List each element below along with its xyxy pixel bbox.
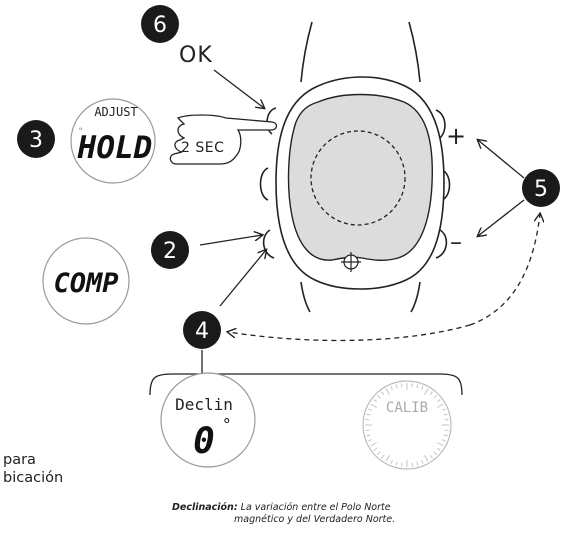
calib-bezel-tick	[416, 384, 419, 389]
watch-illustration	[259, 21, 451, 313]
caption-line-1: La variación entre el Polo Norte	[240, 502, 391, 513]
calib-bezel-tick	[390, 386, 393, 391]
calib-bezel-tick	[395, 384, 398, 389]
calib-bezel-tick	[411, 462, 413, 467]
watch-strap-top	[300, 21, 421, 83]
comp-arrow	[199, 235, 262, 246]
adjust-hold-display	[70, 98, 156, 184]
calib-bezel-tick	[381, 454, 385, 459]
declin-display	[160, 372, 256, 468]
plus-label: +	[446, 122, 466, 150]
watch-button-right-top	[435, 109, 446, 139]
callout-badge-4	[183, 311, 221, 349]
callout-number-2: 2	[163, 239, 177, 264]
calib-bezel-tick	[437, 442, 444, 447]
plus-arrow	[478, 140, 525, 179]
side-text-line-2: bicación	[3, 470, 64, 486]
side-text-line-1: para	[3, 452, 36, 468]
watch-display	[287, 93, 433, 261]
calib-bezel-tick	[421, 386, 424, 391]
minus-label: –	[450, 228, 462, 256]
calib-bezel-tick	[401, 462, 403, 467]
caption-line-2: magnético y del Verdadero Norte.	[234, 514, 396, 525]
cycle-dashed-arrow-up	[469, 214, 540, 326]
calib-bezel-tick	[424, 455, 429, 462]
calib-bezel-tick	[376, 451, 381, 456]
calib-bezel-tick	[385, 388, 390, 395]
calib-bezel-tick	[373, 447, 378, 451]
declin-bracket	[149, 350, 463, 396]
watch-strap-bottom	[300, 281, 421, 313]
calib-bezel-tick	[390, 459, 393, 464]
calib-display: CALIB	[362, 380, 452, 470]
comp-label: COMP	[53, 268, 118, 299]
calib-bezel-tick	[433, 394, 438, 399]
calib-bezel-tick	[370, 442, 377, 447]
hold-label: HOLD	[77, 130, 153, 166]
callout-number-5: 5	[534, 177, 548, 202]
calib-bezel-tick	[444, 419, 449, 421]
calib-bezel-tick	[441, 408, 446, 411]
declin-arrow	[219, 250, 266, 307]
declin-unit: °	[222, 415, 232, 434]
calib-bezel-tick	[381, 391, 385, 396]
pressing-hand-icon	[169, 114, 278, 165]
watch-button-right-bottom	[435, 229, 448, 259]
calib-bezel-tick	[429, 391, 433, 396]
callout-badge-3	[17, 120, 55, 158]
adjust-label: ADJUST	[94, 105, 137, 119]
calib-bezel-tick	[401, 383, 403, 388]
calib-bezel-tick	[433, 451, 438, 456]
calib-bezel-tick	[429, 454, 433, 459]
compass-dial-dashed	[310, 130, 406, 226]
callout-number-6: 6	[153, 13, 167, 38]
declination-caption: Declinación: La variación entre el Polo …	[172, 502, 472, 526]
calib-bezel-tick	[376, 394, 381, 399]
declin-value: 0	[193, 421, 215, 462]
comp-display	[42, 237, 130, 325]
calib-bezel-tick	[424, 388, 429, 395]
callout-number-3: 3	[29, 128, 43, 153]
caption-term: Declinación:	[172, 502, 238, 513]
watch-button-left-bottom	[262, 229, 275, 259]
calib-bezel-tick	[368, 408, 373, 411]
callout-badge-5	[522, 169, 560, 207]
watch-button-left-middle	[259, 167, 269, 201]
ok-label: OK	[179, 43, 213, 68]
calib-bezel-tick	[385, 455, 390, 462]
calib-bezel-tick	[444, 429, 449, 431]
declin-label: Declin	[175, 395, 233, 414]
calib-bezel-tick	[443, 434, 448, 437]
callout-badge-2	[151, 231, 189, 269]
calib-bezel-tick	[366, 413, 371, 416]
calib-bezel-tick	[416, 461, 419, 466]
callout-number-4: 4	[195, 319, 209, 344]
callout-badge-6	[141, 5, 179, 43]
calib-bezel-tick	[370, 403, 377, 408]
calib-bezel-tick	[443, 413, 448, 416]
calib-bezel-tick	[365, 429, 370, 431]
calib-bezel-tick	[436, 447, 441, 451]
press-duration-label: 2 SEC	[181, 140, 224, 156]
calib-bezel-tick	[421, 459, 424, 464]
calib-bezel-tick	[436, 399, 441, 403]
calib-bezel-tick	[441, 439, 446, 442]
calib-bezel-tick	[395, 461, 398, 466]
calib-bezel-tick	[437, 403, 444, 408]
cycle-dashed-arrow-left	[228, 324, 471, 342]
minus-arrow	[478, 199, 525, 236]
calib-bezel-tick	[373, 399, 378, 403]
calib-label: CALIB	[386, 400, 428, 416]
calib-bezel-tick	[365, 419, 370, 421]
calib-bezel-tick	[411, 383, 413, 388]
side-text: para bicación	[3, 451, 63, 487]
crosshair-logo-icon	[341, 252, 361, 272]
calib-bezel-tick	[366, 434, 371, 437]
calib-bezel-tick	[368, 439, 373, 442]
adjust-side-mark: "	[78, 127, 83, 137]
ok-arrow	[213, 69, 264, 108]
